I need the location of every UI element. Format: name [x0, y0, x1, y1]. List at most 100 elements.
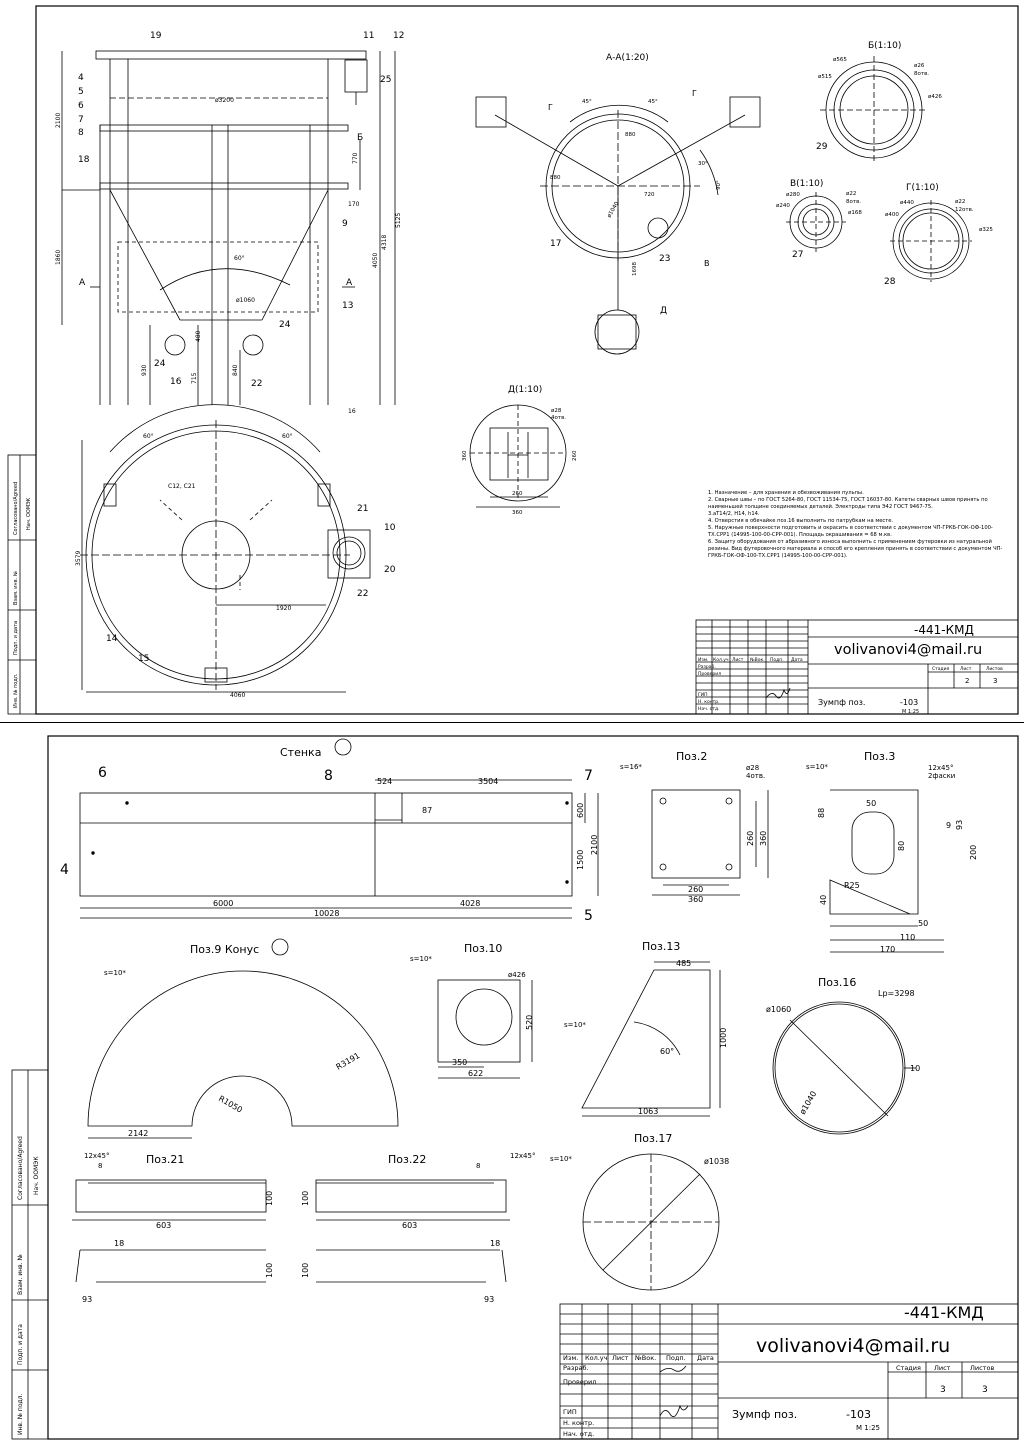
- poz22-8: 8: [476, 1162, 480, 1170]
- poz2-d28: ø28: [746, 764, 759, 772]
- stamp1-sheet: 2: [965, 677, 969, 685]
- label-23: 23: [659, 254, 670, 264]
- label-11: 11: [363, 31, 374, 41]
- note-1: 1. Назначение – для хранения и обезвожив…: [708, 490, 864, 496]
- label-7: 7: [78, 115, 84, 125]
- dim-1860: 1860: [55, 250, 62, 265]
- stamp1-nvok: №Вок.: [750, 657, 765, 663]
- signature-2: [659, 1365, 687, 1373]
- dim-6000: 6000: [213, 899, 233, 908]
- dim-b8otv: 8отв.: [914, 71, 929, 77]
- poz2-title: Поз.2: [676, 750, 707, 763]
- dim-3579: 3579: [75, 551, 82, 566]
- stamp1-title: Зумпф поз.: [818, 698, 865, 707]
- label-5: 5: [78, 87, 84, 97]
- dim-b26: ø26: [914, 63, 925, 69]
- poz22-100b: 100: [301, 1263, 310, 1278]
- poz2-4otv: 4отв.: [746, 772, 765, 780]
- wall-label-4: 4: [60, 862, 69, 878]
- side2-head: Нач. ООМЭК: [33, 1156, 40, 1195]
- dim-d3200: ø3200: [215, 97, 234, 104]
- dim-87: 87: [422, 806, 432, 815]
- stamp1-prov: Проверил: [698, 671, 721, 677]
- stamp1-izm: Изм.: [698, 657, 709, 663]
- dim-30: 30°: [698, 161, 708, 167]
- side2-agreed: Согласовано/Agreed: [17, 1136, 24, 1200]
- dim-g400: ø400: [885, 212, 899, 218]
- detail-g: [890, 200, 972, 282]
- detail-v: [786, 192, 846, 252]
- poz10-622: 622: [468, 1069, 483, 1078]
- wall-title: Стенка: [280, 746, 321, 759]
- poz22-93: 93: [484, 1295, 494, 1304]
- label-8: 8: [78, 128, 84, 138]
- poz13-1063: 1063: [638, 1107, 658, 1116]
- poz10-s: s=10*: [410, 955, 432, 963]
- poz9-title: Поз.9 Конус: [190, 943, 259, 956]
- general-notes: 1. Назначение – для хранения и обезвожив…: [708, 490, 1008, 560]
- poz17-s: s=10*: [550, 1155, 572, 1163]
- dim-d1040: ø1040: [607, 201, 621, 219]
- stamp2-razrab: Разраб.: [563, 1364, 589, 1372]
- dim-480: 480: [195, 330, 202, 342]
- stamp1-pos: -103: [900, 698, 918, 707]
- dim-d360: 360: [462, 450, 468, 461]
- section-aa: [475, 96, 761, 355]
- dim-720: 720: [644, 192, 655, 198]
- dim-d260b: 260: [512, 491, 523, 497]
- front-elevation: [61, 50, 396, 405]
- dim-v8otv: 8отв.: [846, 199, 861, 205]
- poz3-50b: 50: [918, 919, 928, 928]
- part-poz22: [315, 1179, 510, 1283]
- plan-view: [80, 404, 371, 693]
- detail-b: [820, 56, 928, 164]
- dim-45a: 45°: [582, 99, 592, 105]
- stamp1-nkontr: Н. контр.: [698, 699, 720, 705]
- poz9-r1050: R1050: [217, 1094, 244, 1115]
- dim-1698: 1698: [632, 262, 638, 276]
- detail-d-title: Д(1:10): [508, 385, 542, 395]
- poz21-93: 93: [82, 1295, 92, 1304]
- part-poz10: [437, 979, 533, 1079]
- poz21-603: 603: [156, 1221, 171, 1230]
- signature-1: [765, 687, 791, 699]
- poz21-chamfer: 12x45°: [84, 1152, 109, 1160]
- stamp2-title: Зумпф поз.: [732, 1408, 797, 1421]
- stamp2-pos: -103: [846, 1408, 871, 1421]
- label-d: Д: [660, 306, 667, 316]
- poz2-260: 260: [746, 831, 755, 846]
- dim-16: 16: [348, 408, 356, 415]
- dim-2100b: 2100: [590, 835, 599, 855]
- stamp2-nachotd: Нач. отд.: [563, 1430, 594, 1438]
- dim-524: 524: [377, 777, 392, 786]
- side-sign: Подп. и дата: [13, 621, 19, 655]
- poz9-s: s=10*: [104, 969, 126, 977]
- stamp1-email: volivanovi4@mail.ru: [834, 642, 982, 658]
- wall-label-6: 6: [98, 765, 107, 781]
- poz3-9: 9: [946, 821, 951, 830]
- label-18: 18: [78, 155, 90, 165]
- poz22-title: Поз.22: [388, 1153, 426, 1166]
- label-16: 16: [170, 377, 182, 387]
- dim-v240: ø240: [776, 203, 790, 209]
- wall-label-5: 5: [584, 908, 593, 924]
- label-g-right: Г: [692, 89, 697, 98]
- side-inv: Инв. № подл.: [13, 673, 19, 708]
- dim-d260: 260: [572, 450, 578, 461]
- part-poz21: [72, 1179, 267, 1283]
- poz10-d426: ø426: [508, 971, 526, 979]
- stamp1-sheet-h: Лист: [960, 666, 972, 672]
- label-29: 29: [816, 142, 828, 152]
- dim-v22: ø22: [846, 191, 856, 197]
- stamp1-scale: М 1:25: [902, 709, 919, 715]
- dim-3504: 3504: [478, 777, 498, 786]
- dim-90: 90°: [716, 180, 722, 190]
- label-14: 14: [106, 634, 118, 644]
- stamp1-sheets: 3: [993, 677, 997, 685]
- stamp2-podp: Подп.: [666, 1354, 686, 1362]
- poz13-1000: 1000: [719, 1028, 728, 1048]
- label-22b: 22: [357, 589, 368, 599]
- dim-g440: ø440: [900, 200, 914, 206]
- sheet2-drawing: Согласовано/Agreed Нач. ООМЭК Взам. инв.…: [11, 735, 1019, 1440]
- stamp2-izm: Изм.: [563, 1354, 578, 1362]
